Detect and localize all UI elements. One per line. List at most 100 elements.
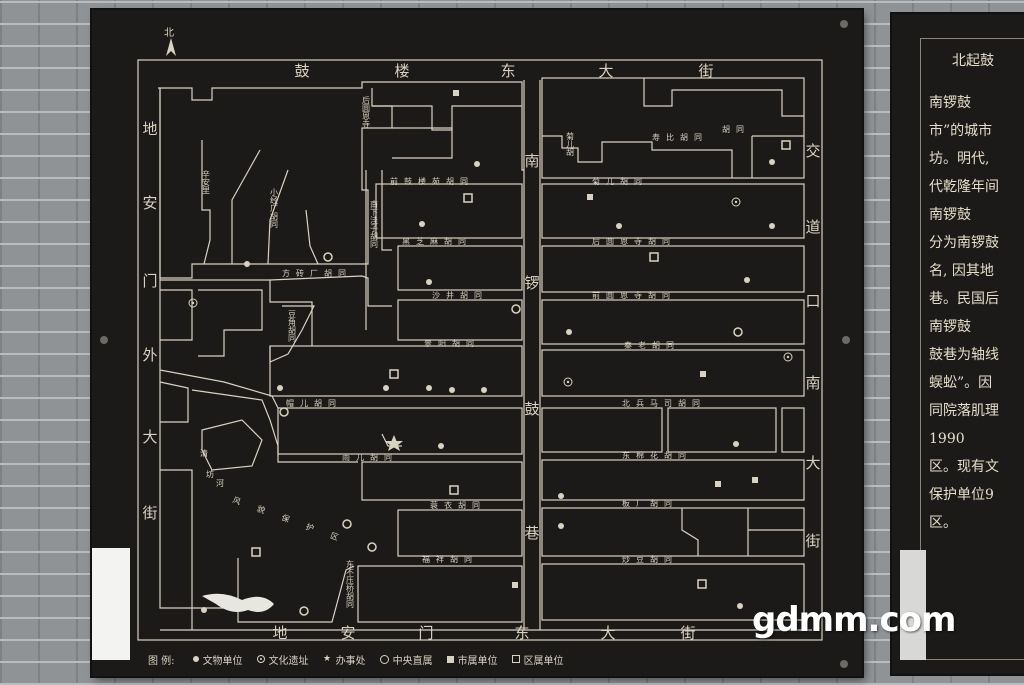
label-nanxiawazi: 南下洼子胡同 <box>370 199 379 249</box>
site-rings <box>279 252 743 616</box>
intro-line: 蜈蚣”。因 <box>929 375 993 391</box>
street-left-6: 街 <box>142 504 157 522</box>
street-left-2: 安 <box>142 194 157 212</box>
lane-xiaojingchang <box>267 169 289 265</box>
intro-line: 名, 因其地 <box>929 263 994 279</box>
block-sw-small <box>159 381 189 423</box>
block-east-9 <box>541 563 805 621</box>
intro-line: 1990 <box>929 431 965 447</box>
square-ring-icon <box>511 655 520 663</box>
legend-label: 市属单位 <box>457 655 498 667</box>
label-dongmianhua: 东棉花胡同 <box>622 450 692 460</box>
block-west-9 <box>357 565 523 623</box>
label-juer: 菊儿胡同 <box>592 176 648 186</box>
district-northwest <box>159 88 393 279</box>
block-west-2 <box>375 183 523 239</box>
map-frame <box>137 59 823 641</box>
label-qing: 清 <box>200 448 208 458</box>
lane-north-box <box>392 127 453 159</box>
legend-label: 中央直属 <box>392 655 433 667</box>
central-targets <box>188 197 793 387</box>
intro-line: 区。 <box>929 515 957 531</box>
block-west-7 <box>361 461 523 501</box>
block-west-4 <box>397 299 523 341</box>
block-east-7 <box>541 459 805 501</box>
label-fengmao: 风貌保护区 <box>231 494 357 548</box>
block-w-left2 <box>198 289 263 357</box>
intro-line: 南锣鼓 <box>929 207 971 223</box>
street-top-5: 街 <box>698 62 713 80</box>
label-he: 河 <box>216 478 224 488</box>
label-jingyang: 景阳胡同 <box>424 338 480 348</box>
lane-sw-south <box>237 558 355 623</box>
intro-line: 坊。明代, <box>929 151 990 167</box>
district-squares <box>251 140 791 589</box>
lane-banchang <box>681 508 804 556</box>
street-center-4: 巷 <box>524 524 539 542</box>
block-east-2 <box>541 183 805 239</box>
label-heizhima: 黑芝麻胡同 <box>402 236 472 246</box>
lane-v-4 <box>305 209 319 265</box>
label-suoyi: 蓑衣胡同 <box>430 500 486 510</box>
block-west-6 <box>277 407 523 455</box>
legend-label: 文物单位 <box>202 655 243 667</box>
street-right-3: 口 <box>805 292 820 310</box>
white-sticker-right <box>900 550 926 660</box>
intro-heading: 北起鼓 <box>952 53 994 69</box>
label-shoubi: 寿比胡同 <box>652 132 708 142</box>
white-sticker-left <box>92 548 130 660</box>
intro-text-panel: 北起鼓 南锣鼓 市”的城市 坊。明代, 代乾隆年间 南锣鼓 分为南锣鼓 名, 因… <box>920 38 1024 660</box>
lane-east-top <box>643 78 804 117</box>
street-left-1: 地 <box>142 120 157 138</box>
legend-item-district: 区属单位 <box>511 652 564 667</box>
intro-line: 鼓巷为轴线 <box>929 347 999 363</box>
street-bottom-4: 东 <box>514 624 529 642</box>
label-qinlao: 秦老胡同 <box>624 340 680 350</box>
intro-line: 分为南锣鼓 <box>929 235 999 251</box>
block-east-1 <box>541 77 805 179</box>
street-right-2: 道 <box>805 218 820 236</box>
label-juer-v: 菊儿胡 <box>566 131 575 157</box>
block-east-5 <box>541 349 805 397</box>
street-top-2: 楼 <box>394 62 409 80</box>
square-icon <box>446 655 454 663</box>
lane-maoer-west <box>159 369 279 409</box>
block-west-8 <box>397 509 523 557</box>
hutong-map: 北 鼓 楼 东 大 街 地 安 门 东 大 街 地 安 门 外 大 街 交 道 … <box>100 20 850 668</box>
paint-chip <box>202 593 274 612</box>
label-banchang: 板厂胡同 <box>622 498 678 508</box>
block-west-3 <box>397 245 523 291</box>
street-right-4: 南 <box>805 374 820 392</box>
lane-loop <box>201 419 263 471</box>
label-qianyuanensi: 前圆恩寺胡同 <box>592 290 676 300</box>
legend-title: 图 例: <box>148 655 175 667</box>
intro-line: 南锣鼓 <box>929 319 971 335</box>
label-fuxiang: 福祥胡同 <box>422 554 478 564</box>
lane-xinan-2 <box>231 149 261 264</box>
block-east-6c <box>781 407 805 453</box>
label-maoer: 帽儿胡同 <box>286 398 342 408</box>
label-houyuanensi-v: 后圆恩寺 <box>362 95 371 128</box>
block-east-4 <box>541 299 805 345</box>
board-screws <box>100 20 850 668</box>
label-fangzhuan: 方砖厂胡同 <box>282 268 352 278</box>
lane-douj <box>269 305 315 363</box>
ring-icon <box>256 655 265 663</box>
street-right-1: 交 <box>805 142 820 160</box>
legend-label: 文化遗址 <box>268 655 309 667</box>
street-center-3: 鼓 <box>524 400 539 418</box>
label-hutong-e: 胡同 <box>722 124 750 134</box>
street-bottom-1: 地 <box>272 624 287 642</box>
legend-label: 区属单位 <box>523 655 564 667</box>
watermark: gdmm.com <box>752 600 956 640</box>
intro-line: 保护单位9 <box>929 487 994 503</box>
label-chaodou: 炒豆胡同 <box>622 554 678 564</box>
north-label: 北 <box>164 27 174 39</box>
intro-line: 市”的城市 <box>929 123 993 139</box>
block-east-8 <box>541 507 805 557</box>
legend-item-central: 中央直属 <box>379 652 433 667</box>
intro-line: 区。现有文 <box>929 459 999 475</box>
office-star-icon <box>385 435 403 451</box>
block-east-6b <box>667 407 777 453</box>
lane-sw-v <box>160 469 193 630</box>
